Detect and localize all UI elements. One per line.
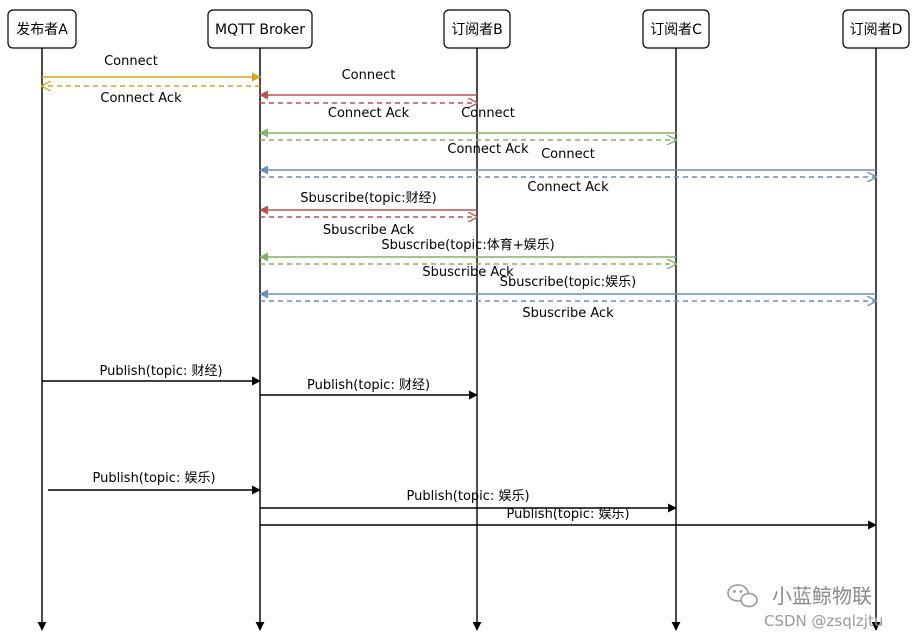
message-label: Publish(topic: 财经)	[307, 378, 430, 393]
actor-label: 订阅者B	[451, 22, 503, 38]
actor-label: MQTT Broker	[215, 22, 305, 38]
watermark: 小蓝鲸物联 CSDN @zsqlzjtu	[727, 584, 883, 630]
message: Sbuscribe Ack	[260, 301, 876, 321]
actor-C: 订阅者C	[642, 9, 710, 49]
message-label: Sbuscribe Ack	[422, 265, 514, 280]
actor-broker: MQTT Broker	[207, 9, 313, 49]
message-label: Sbuscribe(topic:娱乐)	[500, 275, 636, 290]
actor-B: 订阅者B	[443, 9, 511, 49]
message: Publish(topic: 娱乐)	[260, 489, 677, 513]
message: Sbuscribe(topic:娱乐)	[259, 275, 876, 299]
actor-D: 订阅者D	[842, 9, 910, 49]
message: Connect	[42, 54, 261, 82]
message: Sbuscribe(topic:财经)	[259, 191, 477, 215]
message-label: Connect	[541, 147, 595, 162]
actor-box	[7, 9, 77, 49]
message-label: Connect	[104, 54, 158, 69]
actor-box	[642, 9, 710, 49]
message-label: Connect Ack	[100, 91, 182, 106]
actor-A: 发布者A	[7, 9, 77, 49]
message-label: Connect	[342, 68, 396, 83]
message-label: Connect Ack	[447, 142, 529, 157]
message-label: Connect Ack	[328, 106, 410, 121]
message: Sbuscribe Ack	[260, 264, 676, 280]
actor-label: 发布者A	[16, 22, 68, 38]
message: Connect	[259, 68, 477, 100]
message: Connect Ack	[260, 103, 477, 121]
message-label: Sbuscribe Ack	[323, 223, 415, 238]
message-label: Sbuscribe Ack	[522, 306, 614, 321]
message-label: Publish(topic: 娱乐)	[506, 507, 629, 522]
actor-label: 订阅者D	[850, 22, 903, 38]
message: Publish(topic: 财经)	[260, 378, 478, 400]
message-label: Connect	[461, 106, 515, 121]
actor-label: 订阅者C	[650, 22, 702, 38]
actor-box	[842, 9, 910, 49]
message: Connect Ack	[260, 140, 676, 157]
message-label: Publish(topic: 娱乐)	[406, 489, 529, 504]
actor-box	[443, 9, 511, 49]
watermark-csdn: CSDN @zsqlzjtu	[764, 612, 883, 630]
message: Connect	[259, 147, 876, 175]
watermark-name: 小蓝鲸物联	[772, 584, 872, 608]
message-label: Publish(topic: 财经)	[99, 364, 222, 379]
wechat-icon	[727, 584, 758, 608]
message: Sbuscribe Ack	[260, 217, 477, 238]
message: Publish(topic: 财经)	[42, 364, 261, 386]
message: Connect	[259, 106, 676, 138]
message: Publish(topic: 娱乐)	[260, 507, 877, 530]
message: Connect Ack	[42, 86, 260, 106]
message-label: Publish(topic: 娱乐)	[92, 471, 215, 486]
message: Sbuscribe(topic:体育+娱乐)	[259, 237, 676, 262]
message: Connect Ack	[260, 177, 876, 195]
message-label: Sbuscribe(topic:财经)	[300, 191, 436, 206]
actor-box	[207, 9, 313, 49]
message: Publish(topic: 娱乐)	[48, 471, 261, 495]
message-label: Connect Ack	[527, 180, 609, 195]
message-label: Sbuscribe(topic:体育+娱乐)	[381, 237, 554, 253]
